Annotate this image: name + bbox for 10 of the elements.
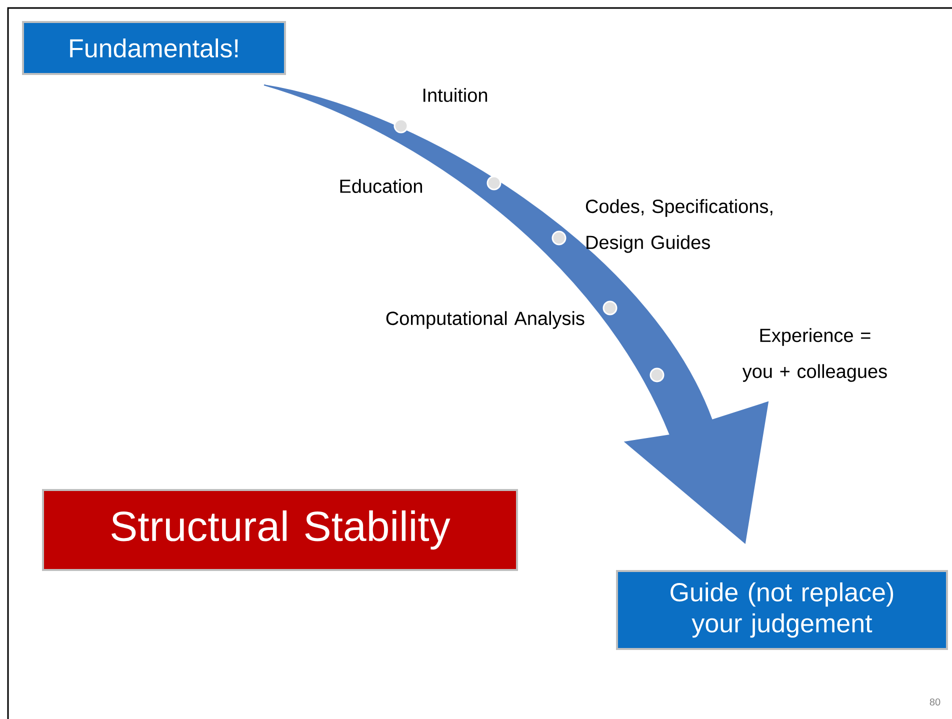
label: Education bbox=[340, 179, 422, 193]
note-box: Guide (not replace) your judgement bbox=[616, 570, 948, 650]
label: Experience = you + colleagues bbox=[742, 328, 887, 382]
label: Intuition bbox=[424, 88, 488, 102]
heading-box: Structural Stability bbox=[42, 489, 518, 571]
label: Codes, Specifications, Design Guides bbox=[586, 199, 772, 253]
page-number: 80 bbox=[930, 698, 940, 706]
title-box: Fundamentals! bbox=[22, 21, 286, 75]
curved-arrow bbox=[264, 84, 768, 544]
label: Computational Analysis bbox=[386, 311, 584, 329]
